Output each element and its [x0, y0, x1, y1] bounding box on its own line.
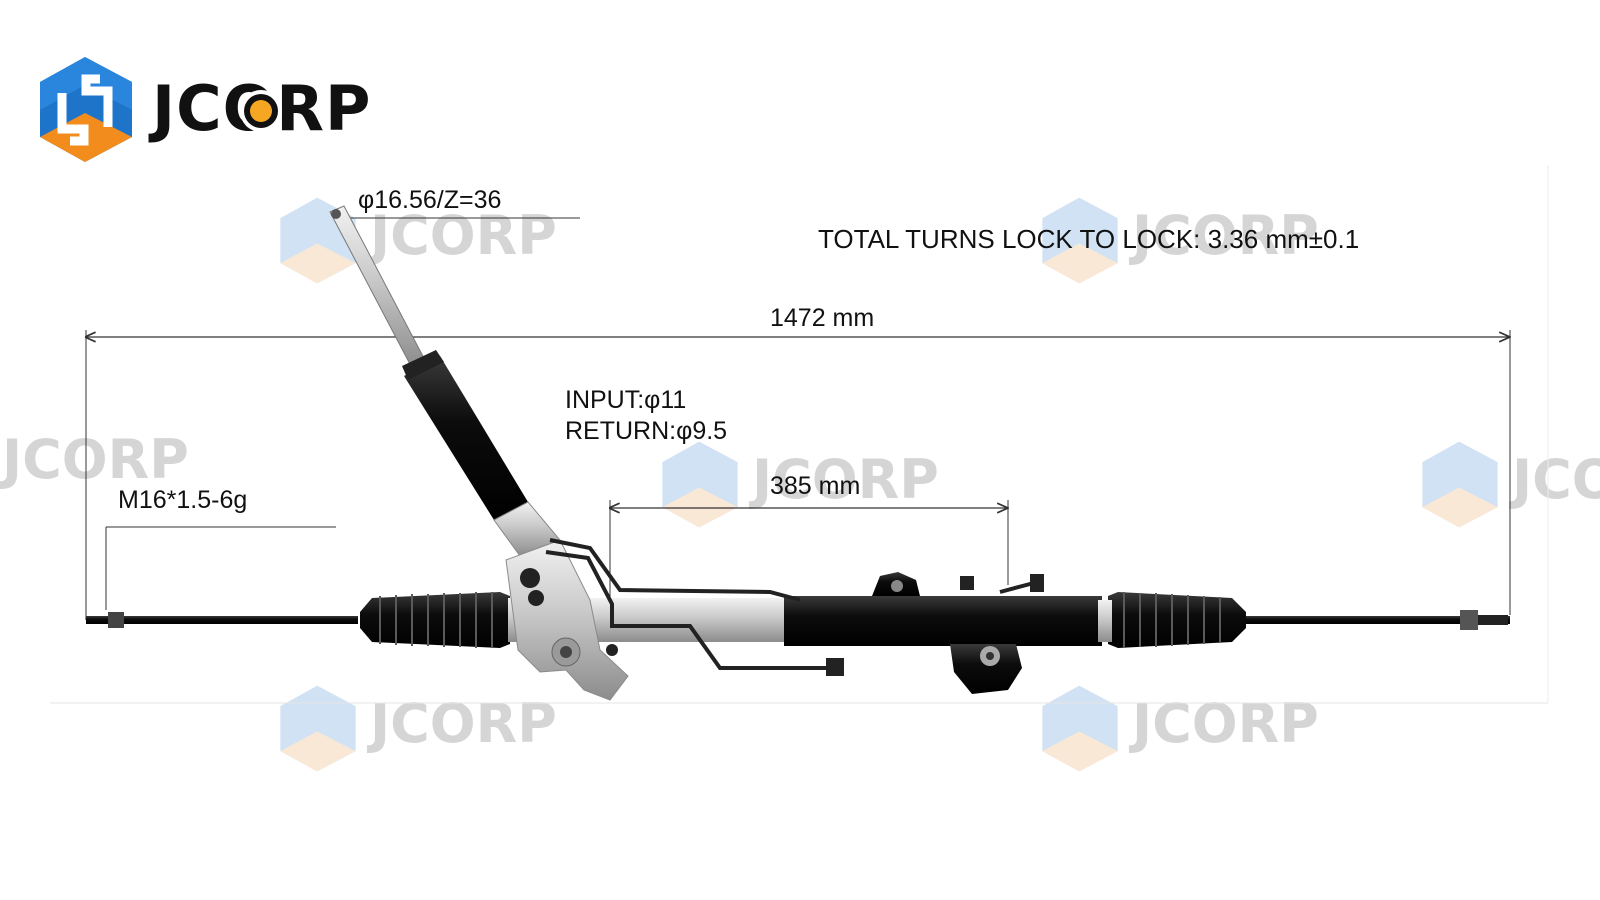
watermark: JCORP [1040, 196, 1320, 286]
pinion-gear-label: φ16.56/Z=36 [358, 186, 502, 214]
mount-bracket-top [872, 572, 920, 596]
mount-bracket-bottom [950, 644, 1022, 694]
right-bellow [1108, 592, 1246, 648]
thread-spec-label: M16*1.5-6g [118, 486, 248, 514]
total-turns-label: TOTAL TURNS LOCK TO LOCK: 3.36 mm±0.1 [818, 224, 1360, 254]
logo-dot-icon [240, 90, 282, 132]
jcorp-logo-icon [40, 57, 132, 162]
stroke-length-label: 385 mm [770, 472, 861, 500]
return-port-label: RETURN:φ9.5 [565, 417, 728, 445]
total-length-label: 1472 mm [770, 304, 875, 332]
left-bellow [360, 592, 510, 648]
input-port-label: INPUT:φ11 [565, 386, 687, 414]
watermark: JCORP [278, 196, 558, 286]
watermark: JCORP [2, 428, 189, 491]
watermark: JCORP [1420, 440, 1600, 530]
cylinder-tube [784, 596, 1102, 646]
pinion-shaft [329, 205, 561, 557]
